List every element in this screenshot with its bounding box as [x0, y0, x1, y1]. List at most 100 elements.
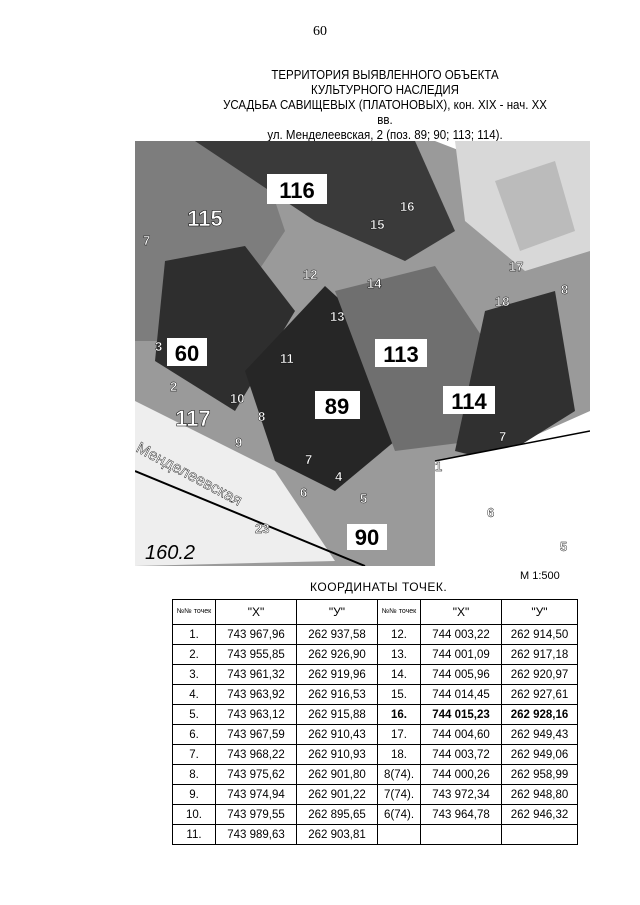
table-cell: 743 989,63	[215, 824, 297, 845]
point-label: 2	[170, 379, 177, 394]
table-cell: 743 964,78	[420, 804, 502, 825]
table-cell: 12.	[377, 624, 421, 645]
table-cell: 262 948,80	[501, 784, 578, 805]
table-cell: 5.	[172, 704, 216, 725]
table-cell: 15.	[377, 684, 421, 705]
table-cell: 6.	[172, 724, 216, 745]
table-cell: 262 928,16	[501, 704, 578, 725]
table-cell: 7.	[172, 744, 216, 765]
table-cell: 262 910,43	[296, 724, 378, 745]
table-cell: 744 004,60	[420, 724, 502, 745]
table-cell: 744 003,22	[420, 624, 502, 645]
table-cell: 4.	[172, 684, 216, 705]
table-cell: 262 926,90	[296, 644, 378, 665]
table-cell: 262 946,32	[501, 804, 578, 825]
point-label: 1	[435, 459, 442, 474]
table-cell: 262 910,93	[296, 744, 378, 765]
table-cell: 262 895,65	[296, 804, 378, 825]
table-cell: 743 967,59	[215, 724, 297, 745]
title-line: КУЛЬТУРНОГО НАСЛЕДИЯ	[311, 83, 459, 97]
point-label: 6	[300, 485, 307, 500]
point-label: 3	[155, 339, 162, 354]
title-line: УСАДЬБА САВИЩЕВЫХ (ПЛАТОНОВЫХ), кон. XIX…	[223, 98, 547, 127]
point-label: 5	[360, 491, 367, 506]
table-cell: 8.	[172, 764, 216, 785]
table-cell: 262 958,99	[501, 764, 578, 785]
lot-label: 90	[355, 525, 379, 550]
table-cell: 262 914,50	[501, 624, 578, 645]
table-cell: 18.	[377, 744, 421, 765]
table-cell: 16.	[377, 704, 421, 725]
table-cell: 743 979,55	[215, 804, 297, 825]
table-cell: 743 974,94	[215, 784, 297, 805]
table-cell: 262 949,43	[501, 724, 578, 745]
point-label: 14	[367, 276, 382, 291]
table-cell: 8(74).	[377, 764, 421, 785]
table-cell: 262 949,06	[501, 744, 578, 765]
point-label: 16	[400, 199, 414, 214]
table-cell: 262 901,80	[296, 764, 378, 785]
table-cell: 744 001,09	[420, 644, 502, 665]
table-cell: 3.	[172, 664, 216, 685]
table-cell: 13.	[377, 644, 421, 665]
table-cell: 262 917,18	[501, 644, 578, 665]
table-cell: 743 967,96	[215, 624, 297, 645]
map-scale: М 1:500	[520, 570, 560, 582]
point-label: 8	[561, 282, 568, 297]
table-cell: 14.	[377, 664, 421, 685]
title-line: ТЕРРИТОРИЯ ВЫЯВЛЕННОГО ОБЪЕКТА	[271, 68, 499, 82]
table-cell: 262 920,97	[501, 664, 578, 685]
table-cell: 11.	[172, 824, 216, 845]
table-cell: 744 005,96	[420, 664, 502, 685]
page-number: 60	[313, 24, 327, 39]
table-cell: 743 972,34	[420, 784, 502, 805]
point-label: 8	[258, 409, 265, 424]
table-cell	[377, 824, 421, 845]
coordinates-title: КООРДИНАТЫ ТОЧЕК.	[310, 580, 448, 594]
table-cell: 7(74).	[377, 784, 421, 805]
lot-60	[155, 246, 295, 411]
lot-label: 117	[175, 406, 211, 431]
table-cell: 6(74).	[377, 804, 421, 825]
table-cell: 262 927,61	[501, 684, 578, 705]
street-area	[135, 401, 335, 566]
table-cell: 744 015,23	[420, 704, 502, 725]
site-map: 116 115 60 117 89 113 114 90 1 2 3 4 5 6…	[135, 141, 590, 566]
point-label: 10	[230, 391, 244, 406]
table-cell: 744 000,26	[420, 764, 502, 785]
table-cell: 743 961,32	[215, 664, 297, 685]
lot-114	[455, 291, 575, 461]
point-label: 7	[305, 452, 312, 467]
point-label: 7	[499, 429, 506, 444]
point-label: 4	[335, 469, 343, 484]
point-label: 7	[143, 233, 150, 248]
point-label: 17	[509, 259, 523, 274]
table-cell: 1.	[172, 624, 216, 645]
table-cell: 262 903,81	[296, 824, 378, 845]
table-cell: 743 955,85	[215, 644, 297, 665]
table-cell: 10.	[172, 804, 216, 825]
table-cell	[501, 824, 578, 845]
point-label: 15	[370, 217, 384, 232]
coordinates-table: №№ точек "X" "У" №№ точек "X" "У" 1.743 …	[172, 599, 578, 845]
lot-label: 60	[175, 341, 199, 366]
lot-label: 115	[187, 206, 223, 231]
point-label: 5	[560, 539, 567, 554]
point-label: 23	[255, 521, 269, 536]
lot-label: 113	[383, 342, 419, 367]
table-cell: 262 919,96	[296, 664, 378, 685]
table-cell	[420, 824, 502, 845]
column-header: №№ точек	[377, 599, 421, 625]
table-cell: 743 968,22	[215, 744, 297, 765]
point-label: 18	[495, 294, 509, 309]
point-label: 6	[487, 505, 494, 520]
